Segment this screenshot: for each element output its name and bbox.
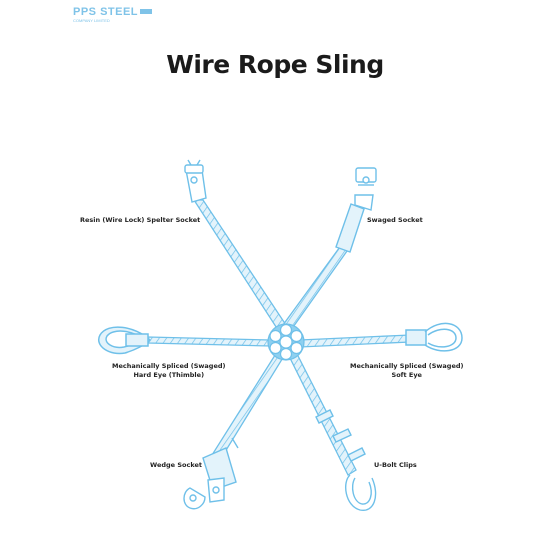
logo-bar-icon	[140, 9, 153, 14]
hard-eye-thimble-icon	[97, 326, 152, 355]
soft-eye-icon	[405, 322, 463, 352]
rope-cross-section-icon	[267, 323, 305, 361]
label-wedge-socket: Wedge Socket	[150, 461, 202, 470]
label-swaged-socket-text: Swaged Socket	[367, 216, 423, 224]
rope-swaged-socket	[282, 239, 353, 331]
label-hard-eye-line2: Hard Eye (Thimble)	[133, 371, 205, 379]
rope-ubolt-clips	[287, 349, 357, 476]
label-resin-socket-text: Resin (Wire Lock) Spelter Socket	[80, 216, 201, 224]
label-resin-socket: Resin (Wire Lock) Spelter Socket	[80, 216, 200, 225]
logo-subtext: COMPANY LIMITED	[73, 18, 110, 23]
label-hard-eye: Mechanically Spliced (Swaged) Hard Eye (…	[112, 362, 226, 380]
label-wedge-socket-text: Wedge Socket	[150, 461, 202, 469]
rope-soft-eye	[299, 334, 411, 348]
label-ubolt-clips-text: U-Bolt Clips	[374, 461, 417, 469]
page-title: Wire Rope Sling	[166, 50, 384, 79]
logo-text: PPS STEEL	[73, 6, 139, 18]
label-hard-eye-line1: Mechanically Spliced (Swaged)	[112, 362, 226, 370]
rope-hard-eye	[147, 336, 271, 347]
ubolt-clips-icon	[315, 409, 377, 511]
wedge-socket-icon	[183, 437, 239, 510]
label-soft-eye-line1: Mechanically Spliced (Swaged)	[350, 362, 464, 370]
swaged-socket-icon	[335, 167, 377, 253]
label-soft-eye: Mechanically Spliced (Swaged) Soft Eye	[350, 362, 464, 380]
resin-socket-icon	[184, 159, 207, 203]
label-ubolt-clips: U-Bolt Clips	[374, 461, 417, 470]
company-logo: PPS STEEL COMPANY LIMITED	[73, 6, 153, 23]
label-soft-eye-line2: Soft Eye	[391, 371, 422, 379]
label-swaged-socket: Swaged Socket	[367, 216, 423, 225]
rope-resin-socket	[192, 199, 289, 334]
